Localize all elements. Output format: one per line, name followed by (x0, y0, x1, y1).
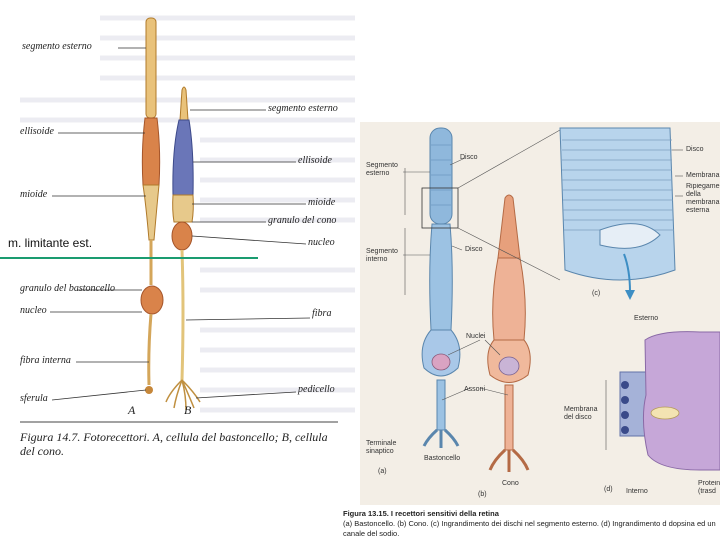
label-disco-top: Disco (460, 154, 478, 161)
label-nucleo-left: nucleo (20, 305, 47, 316)
label-disco-c: Disco (686, 146, 704, 153)
label-nucleo-right: nucleo (308, 237, 335, 248)
label-pedicello: pedicello (298, 384, 335, 395)
leader-lines-a (50, 47, 311, 401)
figure-b-caption-title: Figura 13.15. I recettori sensitivi dell… (343, 509, 499, 518)
label-segmento-esterno-left: segmento esterno (22, 41, 92, 52)
rod-cell-a (140, 17, 164, 394)
label-tag-c: (c) (592, 290, 601, 297)
label-mioide-right: mioide (308, 197, 336, 208)
label-sferula: sferula (20, 393, 48, 404)
rod-nucleus (140, 285, 164, 315)
label-fibra: fibra (312, 308, 332, 319)
label-disco-mid: Disco (465, 246, 483, 253)
cone-illustration (487, 194, 531, 472)
disc-stack-illustration (559, 127, 676, 281)
label-ellissoide-left: ellisoide (20, 126, 54, 137)
label-proteina: Proteina (trasd (698, 480, 720, 495)
cone-cell-b (165, 86, 201, 411)
rod-myoid (142, 184, 160, 241)
label-segmento-esterno-right: segmento esterno (268, 103, 338, 114)
figure-b-caption-text: (a) Bastoncello. (b) Cono. (c) Ingrandim… (343, 519, 716, 538)
figure-a-caption: Figura 14.7. Fotorecettori. A, cellula d… (20, 430, 328, 458)
cone-fiber (180, 249, 185, 381)
rod-inner-fiber (147, 313, 153, 386)
label-cono: Cono (502, 480, 519, 487)
label-tag-b: (b) (478, 491, 487, 498)
rod-spherule (145, 386, 153, 394)
label-ripiegamento: Ripiegamento della membrana esterna per … (686, 183, 720, 214)
label-esterno: Esterno (634, 315, 659, 322)
overlay-limitante-label: m. limitante est. (6, 235, 95, 251)
label-membrana-disco: Membrana del disco (564, 406, 598, 421)
label-letter-a: A (128, 403, 136, 417)
label-fibra-interna: fibra interna (20, 355, 71, 366)
label-terminale-sinaptico: Terminale sinaptico (366, 440, 397, 455)
label-tag-a: (a) (378, 468, 387, 475)
rod-illustration (421, 127, 461, 448)
label-membrana: Membrana (686, 172, 720, 179)
membrane-protein-illustration (619, 331, 720, 471)
label-interno: Interno (626, 488, 648, 495)
cone-outer-segment (179, 86, 189, 121)
zoom-box (421, 187, 459, 229)
label-mioide-left: mioide (20, 189, 48, 200)
label-letter-b: B (184, 403, 192, 417)
label-granulo-cono: granulo del cono (268, 215, 337, 226)
label-bastoncello: Bastoncello (424, 455, 461, 462)
leader-lines-b (403, 149, 683, 450)
figure-b-caption: Figura 13.15. I recettori sensitivi dell… (343, 509, 720, 539)
label-nuclei: Nuclei (466, 333, 486, 340)
label-tag-d: (d) (604, 486, 613, 493)
label-segmento-esterno-b: Segmento esterno (366, 162, 398, 177)
label-granulo-bastoncello: granulo del bastoncello (20, 283, 115, 294)
cone-pedicle (165, 379, 201, 411)
external-limiting-membrane-line (0, 257, 258, 259)
label-ellissoide-right: ellisoide (298, 155, 332, 166)
label-assoni: Assoni (464, 386, 486, 393)
label-segmento-interno: Segmento interno (366, 248, 398, 263)
